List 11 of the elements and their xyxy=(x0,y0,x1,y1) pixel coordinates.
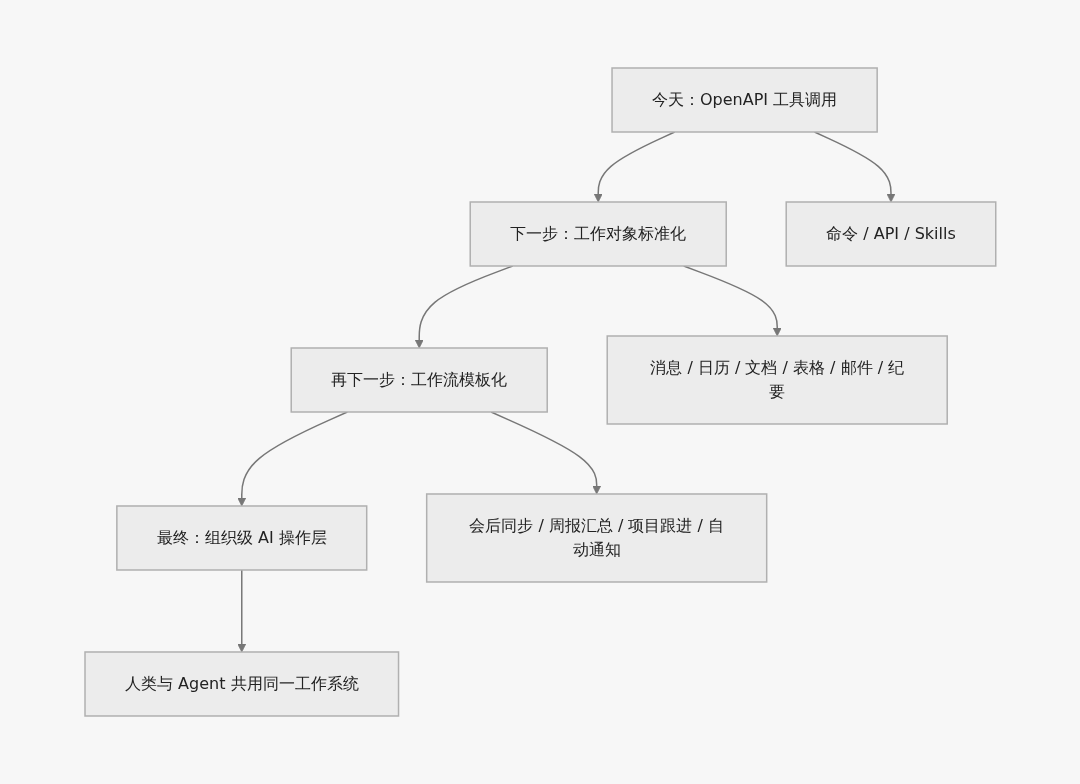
arrow xyxy=(237,411,348,507)
node-box: 命令 / API / Skills xyxy=(785,201,997,267)
arrow xyxy=(237,569,246,653)
node-box: 人类与 Agent 共用同一工作系统 xyxy=(83,651,399,717)
node-box: 再下一步：工作流模板化 xyxy=(290,347,548,413)
node-box: 最终：组织级 AI 操作层 xyxy=(115,505,368,571)
arrow xyxy=(490,411,601,495)
node-box: 消息 / 日历 / 文档 / 表格 / 邮件 / 纪要 xyxy=(606,335,948,425)
node-box: 今天：OpenAPI 工具调用 xyxy=(610,67,878,133)
node-box: 下一步：工作对象标准化 xyxy=(469,201,727,267)
node-box: 会后同步 / 周报汇总 / 项目跟进 / 自动通知 xyxy=(425,493,768,583)
